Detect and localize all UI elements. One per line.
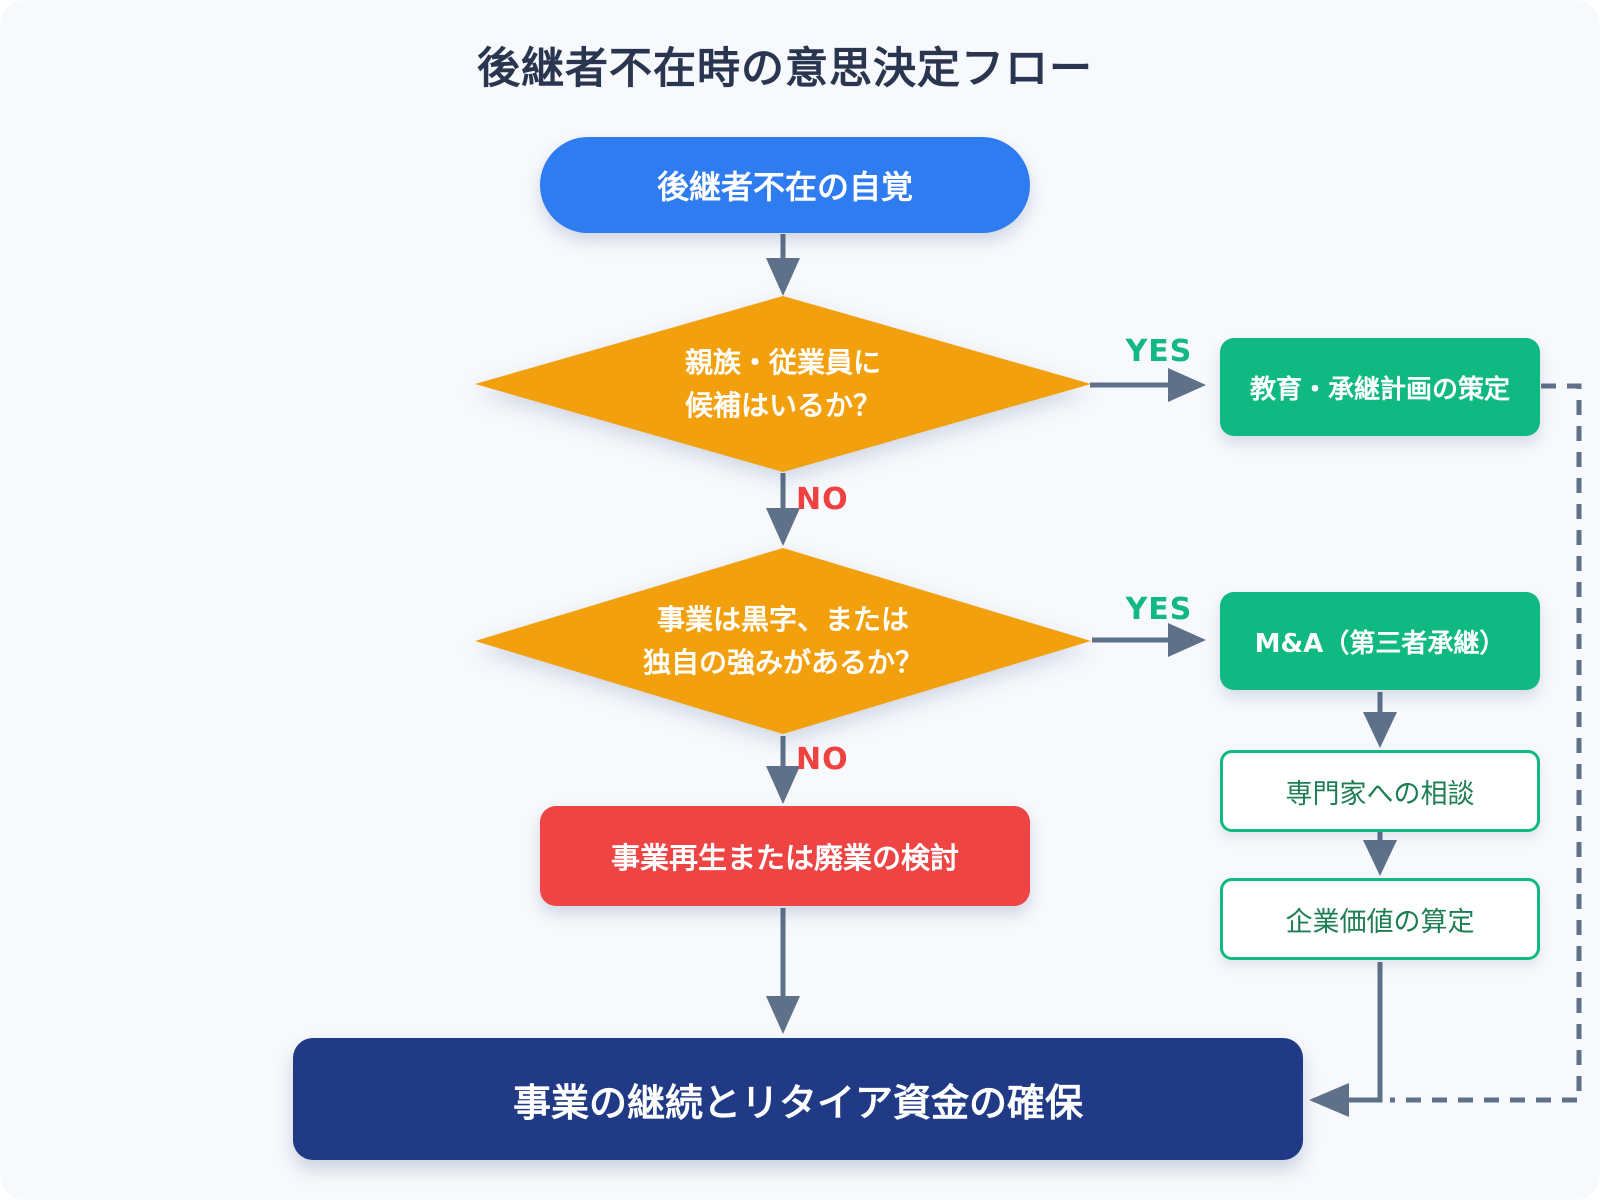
node-restructure-or-close: 事業再生または廃業の検討 [540, 806, 1030, 906]
company-valuation-label: 企業価値の算定 [1285, 906, 1475, 938]
node-plan-education: 教育・承継計画の策定 [1220, 338, 1540, 436]
edge-label-yes-profitable: YES [1125, 592, 1193, 627]
restructure-or-close-label: 事業再生または廃業の検討 [610, 841, 959, 875]
ma-succession-label: M&A（第三者承継） [1254, 628, 1506, 659]
edge-label-yes-candidates: YES [1125, 334, 1193, 369]
arrowhead-into-decision2 [766, 508, 800, 546]
decision-profitable-shape: 事業は黒字、または 独自の強みがあるか？ [475, 548, 1091, 734]
edge-valuation-to-goal [1349, 962, 1383, 1103]
node-ma-succession: M&A（第三者承継） [1220, 592, 1540, 690]
edge-label-no-profitable: NO [796, 742, 849, 777]
consult-expert-label: 専門家への相談 [1285, 778, 1475, 810]
arrowhead-into-goal-right [1309, 1083, 1349, 1117]
decision-candidates-shape: 親族・従業員に 候補はいるか？ [475, 296, 1091, 472]
node-decision-profitable: 事業は黒字、または 独自の強みがあるか？ [475, 548, 1091, 734]
node-start: 後継者不在の自覚 [540, 137, 1030, 233]
node-goal: 事業の継続とリタイア資金の確保 [293, 1038, 1303, 1160]
arrowhead-into-valuation [1363, 840, 1397, 876]
arrowhead-into-ma [1168, 623, 1206, 657]
arrowhead-into-plan [1168, 368, 1206, 402]
page-title: 後継者不在時の意思決定フロー [477, 44, 1093, 94]
arrowhead-into-decision1 [766, 258, 800, 296]
arrowhead-into-restructure [766, 766, 800, 804]
decision-profitable-label: 事業は黒字、または 独自の強みがあるか？ [642, 602, 923, 679]
arrowhead-into-consult [1363, 712, 1397, 748]
edge-label-no-candidates: NO [796, 482, 849, 517]
node-start-label: 後継者不在の自覚 [656, 168, 913, 206]
node-consult-expert: 専門家への相談 [1220, 750, 1540, 832]
edge-plan-to-goal-dashed [1390, 383, 1582, 1103]
plan-education-label: 教育・承継計画の策定 [1249, 374, 1510, 405]
decision-candidates-label: 親族・従業員に 候補はいるか？ [684, 345, 881, 422]
goal-label: 事業の継続とリタイア資金の確保 [512, 1080, 1083, 1125]
node-company-valuation: 企業価値の算定 [1220, 878, 1540, 960]
node-decision-candidates: 親族・従業員に 候補はいるか？ [475, 296, 1091, 472]
arrowhead-into-goal-bottom [766, 996, 800, 1034]
